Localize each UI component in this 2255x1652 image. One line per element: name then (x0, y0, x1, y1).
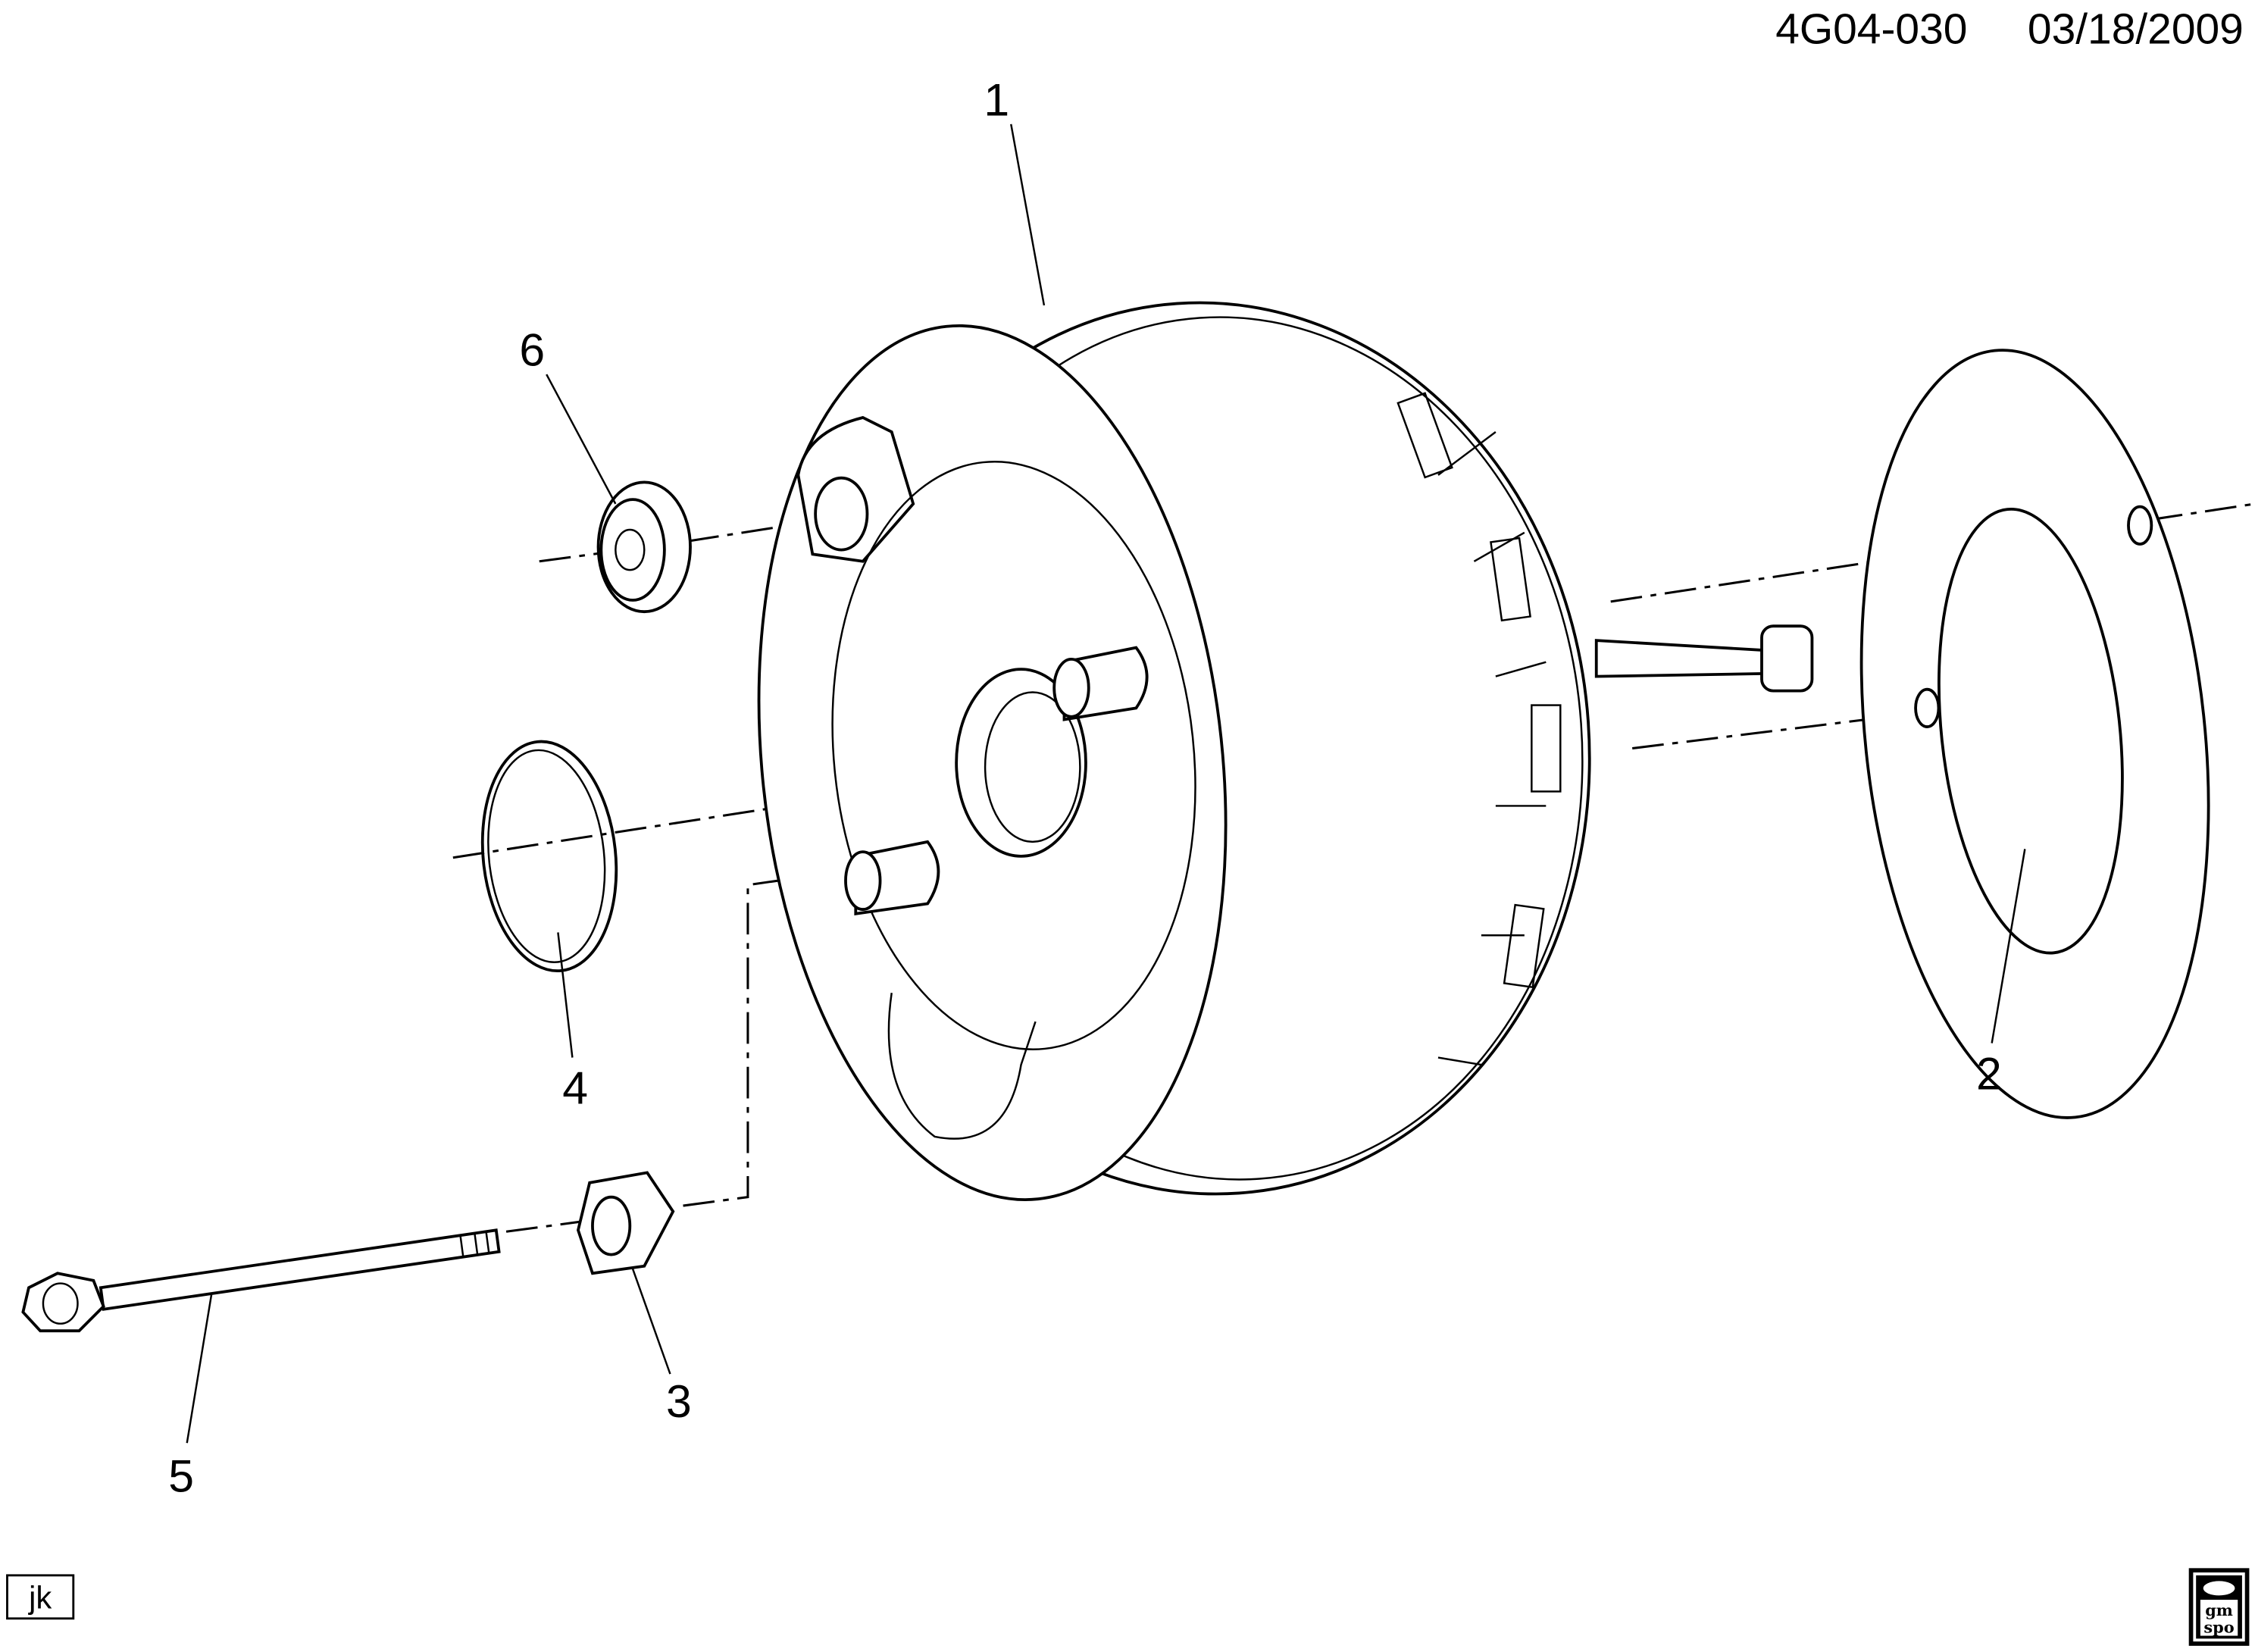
gm-spo-logo: gm spo (2188, 1568, 2250, 1646)
diagram-code: 4G04-030 (1775, 5, 1967, 54)
callout-6: 6 (519, 324, 545, 376)
callout-1: 1 (984, 74, 1009, 125)
callout-5: 5 (168, 1450, 194, 1502)
brake-line-part-5[interactable] (21, 1228, 501, 1333)
callout-4: 4 (562, 1062, 588, 1113)
initials-box: jk (6, 1574, 75, 1620)
grommet-part-6[interactable] (596, 480, 692, 614)
nut-part-3[interactable] (577, 1171, 675, 1275)
gasket-part-2[interactable] (1826, 333, 2244, 1135)
svg-text:gm: gm (2205, 1600, 2233, 1619)
leader-lines (186, 124, 2026, 1444)
callout-3: 3 (666, 1375, 692, 1427)
brake-booster-part-1[interactable] (718, 277, 1814, 1222)
o-ring-part-4[interactable] (471, 735, 627, 978)
callout-2: 2 (1976, 1047, 2002, 1099)
svg-text:jk: jk (27, 1579, 52, 1615)
svg-text:spo: spo (2203, 1618, 2234, 1637)
diagram-date: 03/18/2009 (2028, 5, 2244, 54)
